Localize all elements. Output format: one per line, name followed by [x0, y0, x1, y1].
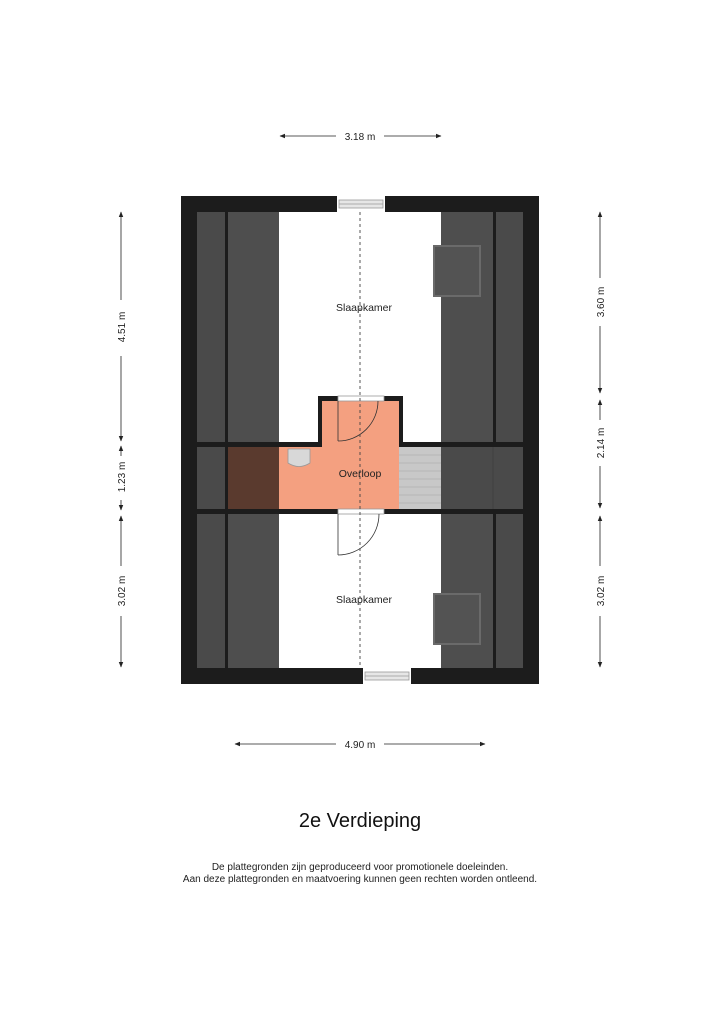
dimension-right-lower: 3.02 m	[596, 515, 607, 668]
roof-slope-left-inner-top	[228, 212, 279, 442]
dimension-left-lower: 3.02 m	[117, 515, 128, 668]
dimension-right-middle: 2.14 m	[596, 399, 607, 509]
dimension-left-upper: 4.51 m	[117, 211, 128, 442]
landing-fixture	[287, 448, 311, 467]
wall-separator-top	[197, 442, 279, 447]
stair-treads	[399, 454, 441, 504]
disclaimer-line-2: Aan deze plattegronden en maatvoering ku…	[182, 874, 538, 885]
roof-slope-left-inner-bottom	[228, 514, 279, 668]
dimension-left-middle: 1.23 m	[117, 445, 128, 511]
landing-alcove-walls	[279, 396, 441, 447]
roof-slope-right-outer-top	[496, 212, 523, 442]
landing-dark-area	[228, 447, 279, 509]
wall-separator-top-right	[441, 442, 523, 447]
skylight-bottom	[433, 593, 481, 645]
disclaimer: De plattegronden zijn geproduceerd voor …	[0, 862, 720, 886]
dimension-right-upper-label: 3.60 m	[596, 287, 607, 318]
room-label-bottom-bedroom: Slaapkamer	[336, 594, 393, 606]
dimension-right-lower-label: 3.02 m	[596, 576, 607, 607]
window-top	[337, 196, 385, 212]
dimension-left-lower-label: 3.02 m	[117, 576, 128, 607]
dimension-left-upper-label: 4.51 m	[117, 312, 128, 343]
room-label-top-bedroom: Slaapkamer	[336, 302, 393, 314]
dimension-right-middle-label: 2.14 m	[596, 428, 607, 459]
window-bottom	[363, 668, 411, 684]
dimension-bottom-label: 4.90 m	[345, 740, 376, 751]
middle-slope-left-outer	[197, 447, 225, 509]
skylight-top	[433, 245, 481, 297]
roof-slope-left-outer-bottom	[197, 514, 225, 668]
floor-title: 2e Verdieping	[298, 810, 422, 832]
roof-slope-left-outer-top	[197, 212, 225, 442]
door-top-bedroom	[337, 395, 385, 442]
dimension-right-upper: 3.60 m	[596, 211, 607, 394]
room-label-landing: Overloop	[339, 468, 382, 480]
roof-slope-right-outer-bottom	[496, 514, 523, 668]
landing-alcove	[322, 401, 399, 449]
dimension-top: 3.18 m	[279, 132, 442, 143]
door-bottom-bedroom	[337, 508, 385, 556]
dimension-bottom: 4.90 m	[234, 740, 486, 751]
dimension-left-middle-label: 1.23 m	[117, 462, 128, 493]
stairs	[399, 447, 441, 509]
dimension-top-label: 3.18 m	[345, 132, 376, 143]
disclaimer-line-1: De plattegronden zijn geproduceerd voor …	[211, 862, 509, 873]
middle-slope-right	[441, 447, 523, 509]
